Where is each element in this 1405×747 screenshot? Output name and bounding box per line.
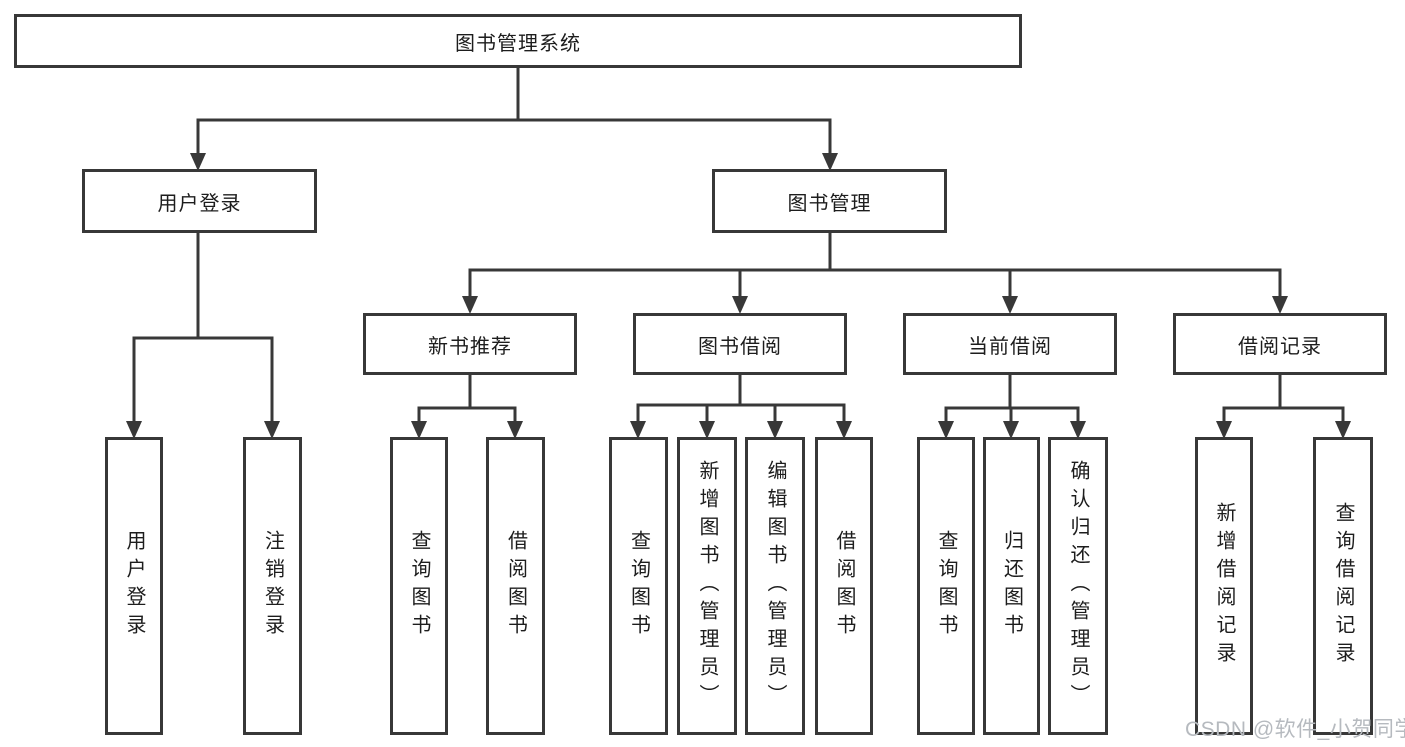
node-label: 借阅记录 <box>1238 335 1322 358</box>
node-label: 新增图书（管理员） <box>696 460 718 712</box>
node-borrow-records: 借阅记录 <box>1173 313 1387 375</box>
node-label: 图书管理系统 <box>455 32 581 55</box>
node-label: 当前借阅 <box>968 335 1052 358</box>
node-label: 图书管理 <box>787 192 872 215</box>
leaf-query-books: 查询图书 <box>390 437 448 735</box>
node-label: 新书推荐 <box>428 335 512 358</box>
leaf-confirm-return-admin: 确认归还（管理员） <box>1048 437 1108 735</box>
arrowheads <box>126 153 1351 439</box>
leaf-edit-books-admin: 编辑图书（管理员） <box>745 437 805 735</box>
csdn-watermark: CSDN @软件_小贺同学 <box>1185 718 1405 741</box>
node-label: 确认归还（管理员） <box>1067 460 1089 712</box>
node-label: 新增借阅记录 <box>1213 502 1235 670</box>
node-label: 查询借阅记录 <box>1332 502 1354 670</box>
node-label: 借阅图书 <box>833 530 855 642</box>
node-label: 查询图书 <box>408 530 430 642</box>
node-current-borrowing: 当前借阅 <box>903 313 1117 375</box>
leaf-query-borrow-record: 查询借阅记录 <box>1313 437 1373 735</box>
node-label: 注销登录 <box>261 530 284 642</box>
node-root-system: 图书管理系统 <box>14 14 1022 68</box>
leaf-user-login: 用户登录 <box>105 437 163 735</box>
leaf-add-books-admin: 新增图书（管理员） <box>677 437 737 735</box>
node-label: 编辑图书（管理员） <box>764 460 786 712</box>
leaf-query-books: 查询图书 <box>609 437 668 735</box>
leaf-borrow-books: 借阅图书 <box>486 437 545 735</box>
node-label: 图书借阅 <box>698 335 782 358</box>
leaf-borrow-books: 借阅图书 <box>815 437 873 735</box>
node-label: 用户登录 <box>157 192 242 215</box>
leaf-query-books: 查询图书 <box>917 437 975 735</box>
leaf-logout: 注销登录 <box>243 437 302 735</box>
node-label: 查询图书 <box>935 530 957 642</box>
node-new-book-recommend: 新书推荐 <box>363 313 577 375</box>
node-user-login: 用户登录 <box>82 169 317 233</box>
leaf-return-books: 归还图书 <box>983 437 1040 735</box>
node-book-borrowing: 图书借阅 <box>633 313 847 375</box>
node-label: 借阅图书 <box>504 530 527 642</box>
node-label: 查询图书 <box>627 530 650 642</box>
node-label: 用户登录 <box>123 530 145 642</box>
leaf-add-borrow-record: 新增借阅记录 <box>1195 437 1253 735</box>
node-book-management: 图书管理 <box>712 169 947 233</box>
node-label: 归还图书 <box>1000 530 1023 642</box>
